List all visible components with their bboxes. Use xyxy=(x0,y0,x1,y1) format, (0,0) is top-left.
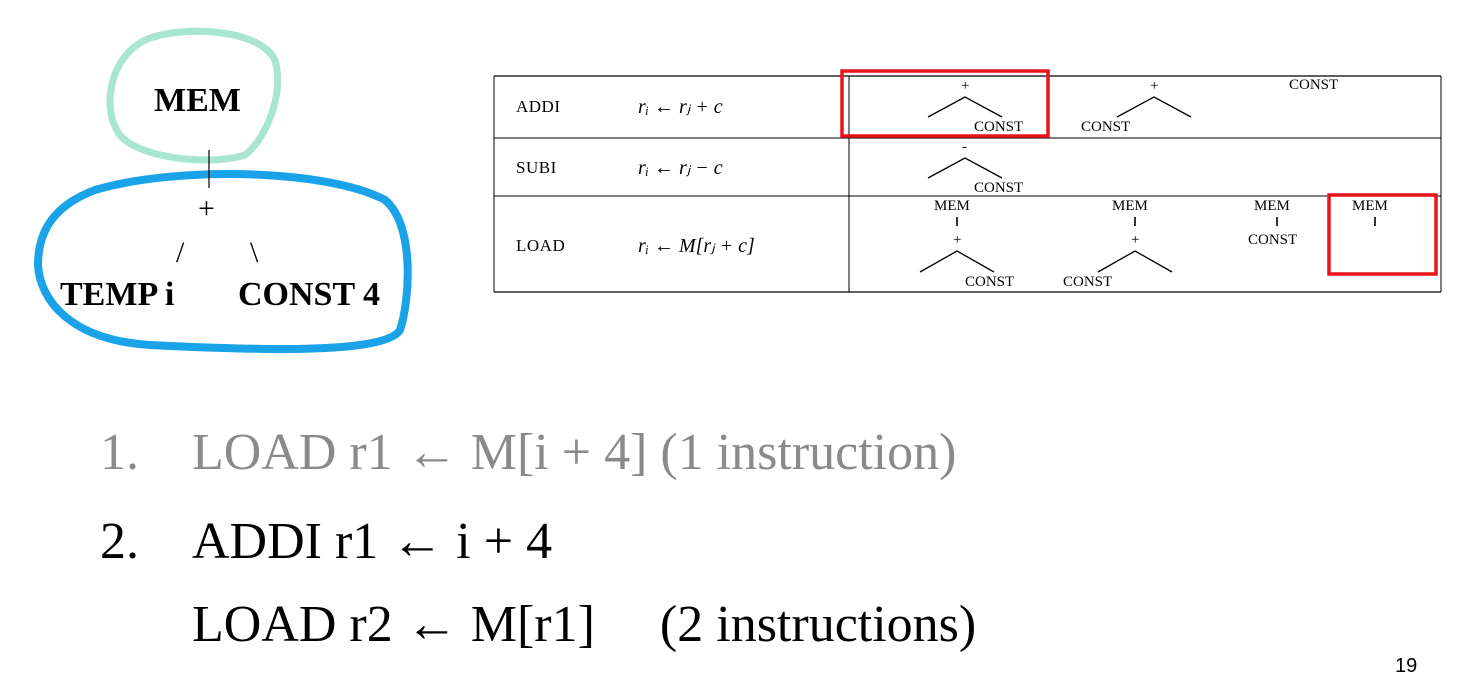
row-name-subi: SUBI xyxy=(516,158,557,177)
tree-node-mem: MEM xyxy=(154,82,241,119)
pattern-minus: - xyxy=(962,139,967,155)
pattern-plus: + xyxy=(961,78,970,94)
pattern-const: CONST xyxy=(1289,77,1339,93)
pattern-plus: + xyxy=(1150,78,1159,94)
row-effect-subi: rᵢ ← rⱼ − c xyxy=(638,157,723,179)
pattern-mem: MEM xyxy=(1112,198,1148,214)
list-item-1: 1. xyxy=(100,423,139,482)
pattern-mem: MEM xyxy=(1254,198,1290,214)
pattern-const: CONST xyxy=(1248,232,1298,248)
addi-highlight-box xyxy=(840,69,1050,138)
list-item-1-text: LOAD r1 ← M[i + 4] (1 instruction) xyxy=(192,424,957,481)
pattern-const: CONST xyxy=(965,274,1015,290)
tree-edge-right: \ xyxy=(250,236,259,269)
tree-edge-left: / xyxy=(176,236,185,269)
pattern-const: CONST xyxy=(1063,274,1113,290)
pattern-edge xyxy=(1116,96,1192,118)
list-number: 2. xyxy=(100,513,139,570)
pattern-mem: MEM xyxy=(1352,198,1388,214)
pattern-const: CONST xyxy=(974,119,1024,135)
pattern-const: CONST xyxy=(974,180,1024,196)
row-name-load: LOAD xyxy=(516,236,566,255)
tree-node-plus: + xyxy=(198,192,215,225)
tree-node-temp: TEMP i xyxy=(60,276,175,313)
pattern-edge xyxy=(927,157,1003,179)
list-number: 1. xyxy=(100,424,139,481)
list-item-2: 2. xyxy=(100,512,139,571)
tree-diagram xyxy=(33,27,412,354)
pattern-edge xyxy=(927,96,1003,118)
pattern-plus: + xyxy=(953,232,962,248)
pattern-plus: + xyxy=(1131,232,1140,248)
list-item-2-continuation: LOAD r2 ← M[r1] (2 instructions) xyxy=(192,596,977,653)
list-item-2-text: ADDI r1 ← i + 4 xyxy=(192,513,553,570)
pattern-mem: MEM xyxy=(934,198,970,214)
mem-highlight-circle xyxy=(106,27,282,164)
row-name-addi: ADDI xyxy=(516,97,561,116)
load-mem-highlight-box xyxy=(1327,193,1438,276)
page-number: 19 xyxy=(1395,655,1418,677)
pattern-edge xyxy=(919,250,995,273)
row-effect-addi: rᵢ ← rⱼ + c xyxy=(638,96,723,118)
pattern-edge xyxy=(1097,250,1173,273)
pattern-const: CONST xyxy=(1081,119,1131,135)
subtree-highlight-circle xyxy=(33,170,412,354)
instruction-table xyxy=(493,69,1442,293)
row-effect-load: rᵢ ← M[rⱼ + c] xyxy=(638,235,755,257)
tree-node-const: CONST 4 xyxy=(238,276,381,313)
